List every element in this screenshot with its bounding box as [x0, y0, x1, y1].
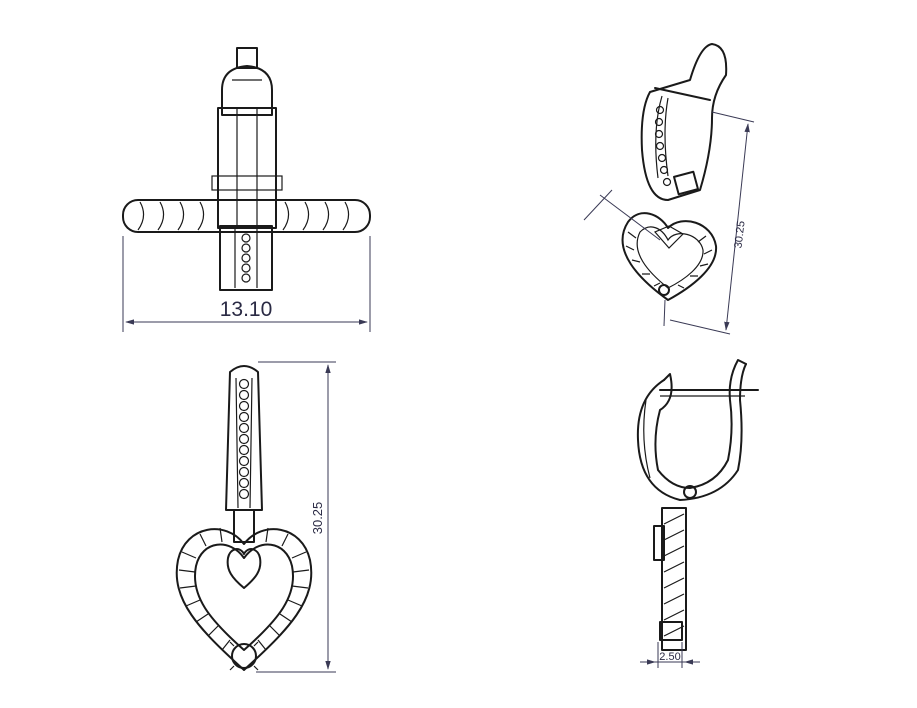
round-stone	[231, 643, 257, 669]
rope-bar	[122, 199, 371, 233]
stones-side	[238, 378, 250, 500]
hoop	[640, 43, 728, 201]
stones-perspective	[654, 105, 672, 187]
side-dimension-label: 30.25	[310, 502, 325, 535]
front-view: 13.10	[122, 47, 371, 332]
profile-dimension-label: 2.50	[659, 651, 680, 663]
hoop-profile	[636, 363, 747, 501]
hoop-bar	[225, 365, 263, 511]
front-dimension: 13.10	[122, 236, 371, 332]
dangle-profile	[653, 507, 687, 651]
perspective-dimension-label: 30.25	[732, 220, 747, 249]
front-dimension-label: 13.10	[220, 298, 273, 321]
hoop-body	[217, 107, 277, 229]
pin-top	[236, 47, 258, 69]
stone-channel	[219, 225, 273, 291]
side-dimension: 30.25	[256, 361, 336, 673]
side-view: 30.25	[175, 361, 336, 673]
hinge-housing	[221, 65, 273, 116]
profile-view: 2.50	[636, 359, 759, 668]
heart-frame	[175, 528, 313, 671]
stones-front	[241, 233, 251, 283]
profile-dimension: 2.50	[640, 642, 700, 668]
perspective-dimension: 30.25	[583, 111, 755, 335]
heart-stone	[226, 548, 262, 589]
perspective-view: 30.25	[583, 43, 755, 335]
link	[233, 509, 255, 543]
heart-perspective	[621, 212, 718, 301]
